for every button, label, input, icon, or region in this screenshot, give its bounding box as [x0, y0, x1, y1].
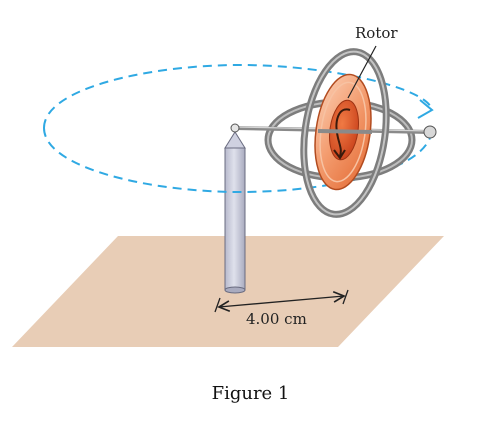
precession-orbit-front [43, 127, 433, 194]
spin-direction-arrow [335, 108, 351, 157]
rotor-label: Rotor [355, 24, 398, 42]
distance-label: 4.00 cm [246, 310, 307, 328]
distance-dimension [214, 289, 349, 313]
precession-orbit-back [43, 63, 433, 129]
support-pillar [224, 131, 246, 294]
orbit-direction-arrow [417, 99, 434, 119]
rotor-leader-line [347, 45, 377, 99]
figure-caption: Figure 1 [211, 383, 290, 404]
